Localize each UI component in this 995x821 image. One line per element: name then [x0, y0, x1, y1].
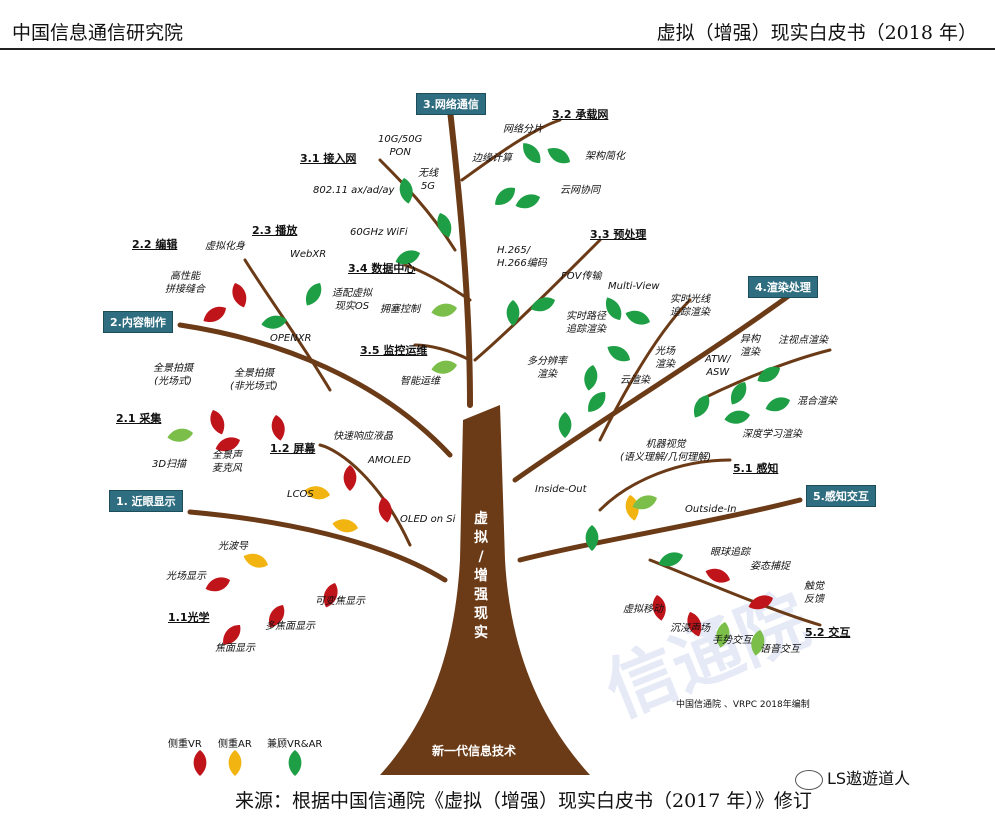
- account-name: LS遨遊道人: [827, 769, 911, 788]
- trunk-label: 虚拟/增强现实: [474, 511, 488, 641]
- leaf-pose-capture: 姿态捕捉: [750, 561, 790, 572]
- leaf-cloud-net: 云网协同: [560, 185, 600, 196]
- leaf-congestion: 拥塞控制: [380, 304, 420, 315]
- leaf-focal-plane: 焦面显示: [215, 643, 255, 654]
- leaf-varifocal: 可变焦显示: [315, 596, 365, 607]
- sub-optics: 1.1光学: [168, 611, 210, 624]
- leaf-lightfield-display: 光场显示: [166, 571, 206, 582]
- leaf-vr-os: 适配虚拟现实OS: [332, 288, 372, 312]
- source-caption: 来源：根据中国信通院《虚拟（增强）现实白皮书（2017 年）》修订: [235, 790, 812, 812]
- leaf-fov: FOV传输: [561, 271, 602, 282]
- branch-near-eye-display: 1. 近眼显示: [109, 490, 183, 512]
- sub-bearer-net: 3.2 承载网: [552, 108, 609, 121]
- legend-both: 兼顾VR&AR: [267, 739, 323, 750]
- leaf-path-tracing: 实时路径追踪渲染: [566, 311, 606, 335]
- page-header: 中国信息通信研究院 虚拟（增强）现实白皮书（2018 年）: [0, 0, 995, 50]
- sub-preprocess: 3.3 预处理: [590, 228, 647, 241]
- wechat-icon: [795, 769, 823, 790]
- sub-edit: 2.2 编辑: [132, 238, 178, 251]
- leaf-inside-out: Inside-Out: [535, 484, 587, 495]
- tech-tree-diagram: [166, 107, 832, 776]
- leaf-openxr: OPENXR: [270, 333, 312, 344]
- sub-capture: 2.1 采集: [116, 412, 162, 425]
- leaf-amoled: AMOLED: [368, 455, 411, 466]
- leaf-spatial-audio: 沉浸声场: [670, 623, 710, 634]
- leaf-3d-scan: 3D扫描: [152, 459, 187, 470]
- leaf-waveguide: 光波导: [218, 541, 248, 552]
- sub-ops: 3.5 监控运维: [360, 344, 428, 357]
- header-org: 中国信息通信研究院: [12, 22, 184, 44]
- branch-rendering: 4.渲染处理: [748, 276, 818, 298]
- leaf-60ghz: 60GHz WiFi: [350, 227, 408, 238]
- leaf-multifocal: 多焦面显示: [265, 621, 315, 632]
- leaf-lightfield-render: 光场渲染: [655, 346, 675, 370]
- leaf-atw: ATW/ASW: [705, 354, 731, 378]
- leaf-voice: 语音交互: [760, 644, 800, 655]
- leaf-gesture: 手势交互: [712, 635, 752, 646]
- branch-network: 3.网络通信: [416, 93, 486, 115]
- leaf-stitching: 高性能拼接缝合: [165, 271, 205, 295]
- leaf-avatar: 虚拟化身: [205, 241, 245, 252]
- trunk-base-label: 新一代信息技术: [432, 744, 517, 758]
- leaf-foveated: 注视点渲染: [778, 335, 828, 346]
- leaf-dl-render: 深度学习渲染: [742, 429, 802, 440]
- leaf-webxr: WebXR: [290, 249, 327, 260]
- leaf-h265: H.265/H.266编码: [497, 245, 547, 269]
- leaf-eye-tracking: 眼球追踪: [710, 547, 750, 558]
- leaf-oled-si: OLED on Si: [400, 514, 456, 525]
- leaf-lcos: LCOS: [287, 489, 314, 500]
- leaf-machine-vision: 机器视觉(语义理解/几何理解): [620, 439, 712, 463]
- leaf-ambisonic-mic: 全景声麦克风: [212, 450, 242, 474]
- legend-vr-leaf-icon: [193, 750, 207, 776]
- branch-perception-interaction: 5.感知交互: [806, 485, 876, 507]
- sub-datacenter: 3.4 数据中心: [348, 262, 416, 275]
- leaf-80211: 802.11 ax/ad/ay: [313, 185, 395, 196]
- legend-ar: 侧重AR: [218, 739, 252, 750]
- leaf-haptic: 触觉反馈: [804, 581, 824, 605]
- sub-access-net: 3.1 接入网: [300, 152, 357, 165]
- leaf-arch-simplify: 架构简化: [585, 151, 625, 162]
- diagram-credit: 中国信通院 、VRPC 2018年编制: [676, 700, 810, 710]
- leaf-panorama-lightfield: 全景拍摄(光场式): [153, 363, 193, 387]
- trunk: [380, 405, 590, 775]
- leaf-ray-tracing: 实时光线追踪渲染: [670, 294, 710, 318]
- leaf-hybrid-render: 混合渲染: [797, 396, 837, 407]
- leaf-virtual-locomotion: 虚拟移动: [623, 604, 663, 615]
- account-watermark: LS遨遊道人: [795, 765, 910, 790]
- sub-interaction: 5.2 交互: [805, 626, 851, 639]
- leaf-cloud-render: 云渲染: [620, 375, 650, 386]
- header-doc-title: 虚拟（增强）现实白皮书（2018 年）: [656, 22, 977, 44]
- legend-ar-leaf-icon: [228, 750, 242, 776]
- leaf-smart-ops: 智能运维: [400, 376, 440, 387]
- leaf-hetero-render: 异构渲染: [740, 334, 760, 358]
- leaf-fast-lcd: 快速响应液晶: [333, 431, 393, 442]
- leaf-outside-in: Outside-In: [685, 504, 737, 515]
- leaf-panorama-nonlightfield: 全景拍摄(非光场式): [230, 368, 278, 392]
- leaf-multiview: Multi-View: [608, 281, 660, 292]
- leaf-network-slicing: 网络分片: [503, 124, 543, 135]
- sub-screen: 1.2 屏幕: [270, 442, 316, 455]
- leaf-multi-res: 多分辨率渲染: [527, 356, 567, 380]
- sub-play: 2.3 播放: [252, 224, 298, 237]
- legend-vr: 侧重VR: [168, 739, 202, 750]
- branch-content-creation: 2.内容制作: [103, 311, 173, 333]
- sub-perception: 5.1 感知: [733, 462, 779, 475]
- leaf-edge-computing: 边缘计算: [472, 153, 512, 164]
